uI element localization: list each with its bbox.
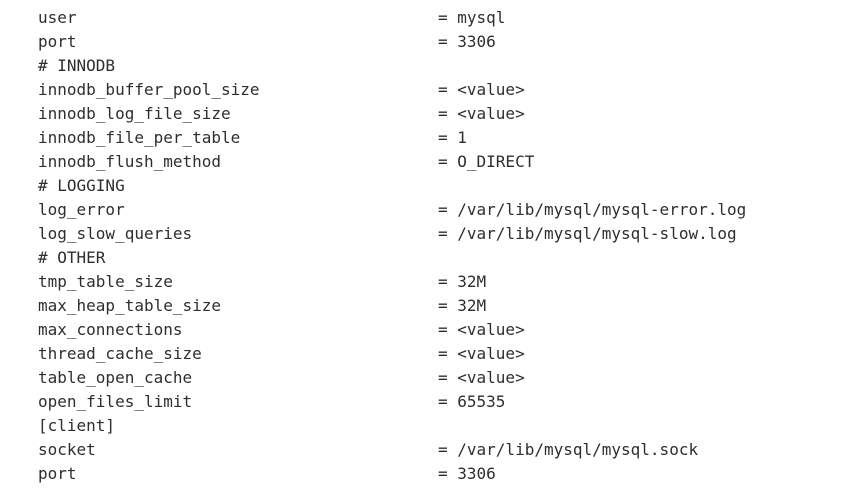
config-key: table_open_cache <box>38 368 193 387</box>
config-line: tmp_table_size = 32M <box>38 270 841 294</box>
config-line: innodb_flush_method = O_DIRECT <box>38 150 841 174</box>
config-value: 65535 <box>457 392 506 411</box>
equals-separator: = <box>438 224 458 243</box>
config-line: # OTHER <box>38 246 841 270</box>
config-line: open_files_limit = 65535 <box>38 390 841 414</box>
equals-separator: = <box>438 32 458 51</box>
config-line: socket = /var/lib/mysql/mysql.sock <box>38 438 841 462</box>
equals-separator: = <box>438 152 458 171</box>
equals-separator: = <box>438 440 458 459</box>
config-line: max_heap_table_size = 32M <box>38 294 841 318</box>
config-line: innodb_log_file_size = <value> <box>38 102 841 126</box>
config-value: <value> <box>457 104 525 123</box>
config-line: user = mysql <box>38 6 841 30</box>
config-value: /var/lib/mysql/mysql-error.log <box>457 200 747 219</box>
config-value: <value> <box>457 320 525 339</box>
equals-separator: = <box>438 200 458 219</box>
config-line: port = 3306 <box>38 462 841 486</box>
equals-separator: = <box>438 464 458 483</box>
config-key: port <box>38 464 77 483</box>
equals-separator: = <box>438 320 458 339</box>
equals-separator: = <box>438 344 458 363</box>
equals-separator: = <box>438 392 458 411</box>
config-key: max_heap_table_size <box>38 296 222 315</box>
config-value: 1 <box>457 128 467 147</box>
config-value: 3306 <box>457 464 496 483</box>
config-line: port = 3306 <box>38 30 841 54</box>
config-key: [client] <box>38 416 116 435</box>
equals-separator: = <box>438 272 458 291</box>
config-line: log_slow_queries = /var/lib/mysql/mysql-… <box>38 222 841 246</box>
config-value: 32M <box>457 272 487 291</box>
equals-separator: = <box>438 128 458 147</box>
config-key: user <box>38 8 77 27</box>
config-key: thread_cache_size <box>38 344 202 363</box>
config-value: <value> <box>457 80 525 99</box>
config-line: thread_cache_size = <value> <box>38 342 841 366</box>
config-line: table_open_cache = <value> <box>38 366 841 390</box>
config-value: mysql <box>457 8 506 27</box>
config-value: <value> <box>457 344 525 363</box>
config-key: # LOGGING <box>38 176 125 195</box>
config-key: log_error <box>38 200 125 219</box>
config-value: <value> <box>457 368 525 387</box>
config-line: max_connections = <value> <box>38 318 841 342</box>
config-line: innodb_file_per_table = 1 <box>38 126 841 150</box>
config-value: /var/lib/mysql/mysql.sock <box>457 440 699 459</box>
config-value: /var/lib/mysql/mysql-slow.log <box>457 224 737 243</box>
config-value: O_DIRECT <box>457 152 535 171</box>
config-key: # INNODB <box>38 56 116 75</box>
config-key: innodb_buffer_pool_size <box>38 80 260 99</box>
config-key: innodb_flush_method <box>38 152 222 171</box>
config-key: port <box>38 32 77 51</box>
config-key: innodb_log_file_size <box>38 104 231 123</box>
config-key: log_slow_queries <box>38 224 193 243</box>
config-key: # OTHER <box>38 248 106 267</box>
config-value: 32M <box>457 296 487 315</box>
config-line: # LOGGING <box>38 174 841 198</box>
config-key: socket <box>38 440 96 459</box>
config-key: innodb_file_per_table <box>38 128 241 147</box>
equals-separator: = <box>438 104 458 123</box>
config-value: 3306 <box>457 32 496 51</box>
equals-separator: = <box>438 80 458 99</box>
config-key: max_connections <box>38 320 183 339</box>
equals-separator: = <box>438 368 458 387</box>
config-line: [client] <box>38 414 841 438</box>
config-key: tmp_table_size <box>38 272 173 291</box>
config-line: # INNODB <box>38 54 841 78</box>
equals-separator: = <box>438 8 458 27</box>
config-key: open_files_limit <box>38 392 193 411</box>
config-line: innodb_buffer_pool_size = <value> <box>38 78 841 102</box>
equals-separator: = <box>438 296 458 315</box>
config-line: log_error = /var/lib/mysql/mysql-error.l… <box>38 198 841 222</box>
